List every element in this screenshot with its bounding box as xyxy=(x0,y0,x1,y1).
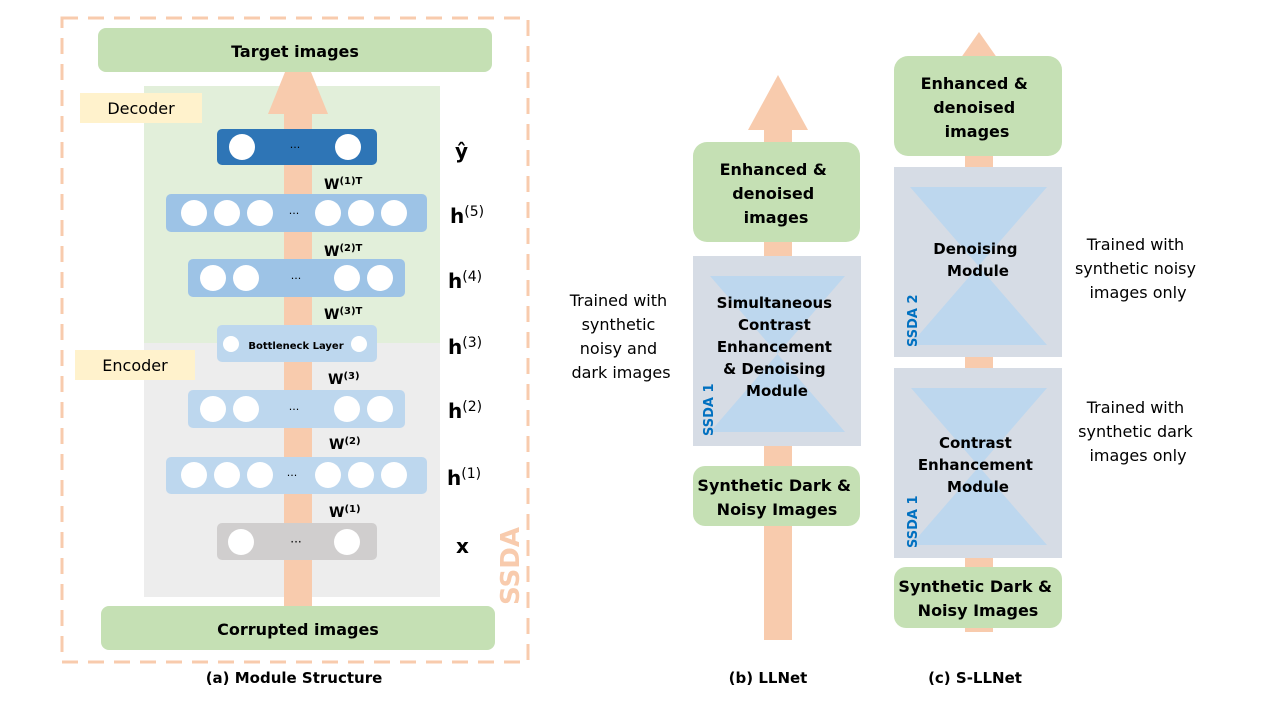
layer-label-h4: h(4) xyxy=(448,269,482,293)
panel-c-s-llnet: Enhanced & denoised images Denoising Mod… xyxy=(894,32,1201,687)
weight-label-w1: W(1) xyxy=(329,504,361,521)
target-images-box xyxy=(98,28,492,72)
caption-c: (c) S-LLNet xyxy=(928,669,1022,687)
enhanced-output-box-b xyxy=(693,142,860,242)
layer-h4: ··· xyxy=(188,259,405,297)
training-note-b: Trained with synthetic noisy and dark im… xyxy=(569,291,673,382)
weight-label-w2t: W(2)T xyxy=(324,243,363,260)
ssda-dashed-border xyxy=(60,16,530,664)
training-note-ssda1: Trained with synthetic dark images only xyxy=(1078,398,1198,465)
enhanced-output-label-b: Enhanced & denoised images xyxy=(720,160,833,227)
decoder-label-box xyxy=(80,93,202,123)
encoder-label-box xyxy=(75,350,195,380)
synthetic-input-label-b: Synthetic Dark & Noisy Images xyxy=(697,476,856,519)
layer-bottleneck-h3: Bottleneck Layer xyxy=(217,325,377,362)
ssda1-label-b: SSDA 1 xyxy=(702,383,717,436)
layer-label-y-hat: ŷ xyxy=(455,139,468,163)
svg-text:···: ··· xyxy=(289,207,300,220)
weight-label-w3: W(3) xyxy=(328,371,360,388)
hourglass-shape-b xyxy=(710,276,845,432)
panel-a-module-structure: Target images Corrupted images Decoder E… xyxy=(60,16,530,687)
layer-label-h3: h(3) xyxy=(448,335,482,359)
layer-label-x: x xyxy=(456,534,469,558)
layer-output-y-hat: ··· xyxy=(217,129,377,165)
corrupted-images-box xyxy=(101,606,495,650)
panel-b-llnet: Enhanced & denoised images Simultaneous … xyxy=(569,75,861,687)
synthetic-input-box-c xyxy=(894,567,1062,628)
layer-h1: ··· xyxy=(166,457,427,494)
weight-label-w3t: W(3)T xyxy=(324,306,363,323)
weight-label-w1t: W(1)T xyxy=(324,176,363,193)
synthetic-input-label-c: Synthetic Dark & Noisy Images xyxy=(898,577,1057,620)
denoising-module-label: Denoising Module xyxy=(933,240,1022,280)
ssda1-label-c: SSDA 1 xyxy=(906,495,921,548)
layer-label-h2: h(2) xyxy=(448,399,482,423)
ssda-vertical-label: SSDA xyxy=(496,527,526,605)
svg-text:···: ··· xyxy=(289,403,300,416)
layer-input-x: ··· xyxy=(217,523,377,560)
module-label-b: Simultaneous Contrast Enhancement & Deno… xyxy=(717,294,838,400)
layer-h2: ··· xyxy=(188,390,405,428)
svg-text:···: ··· xyxy=(287,469,298,482)
contrast-module-label: Contrast Enhancement Module xyxy=(918,434,1038,496)
corrupted-images-label: Corrupted images xyxy=(217,620,379,639)
layer-label-h1: h(1) xyxy=(447,466,481,490)
svg-text:···: ··· xyxy=(291,272,302,285)
encoder-label: Encoder xyxy=(102,356,168,375)
enhanced-output-label-c: Enhanced & denoised images xyxy=(921,74,1034,141)
svg-text:Bottleneck Layer: Bottleneck Layer xyxy=(248,341,343,352)
synthetic-input-box-b xyxy=(693,466,860,526)
hourglass-shape-ssda1 xyxy=(911,388,1047,545)
weight-label-w2: W(2) xyxy=(329,436,361,453)
decoder-label: Decoder xyxy=(107,99,175,118)
ssda2-label-c: SSDA 2 xyxy=(906,294,921,347)
target-images-label: Target images xyxy=(231,42,359,61)
caption-b: (b) LLNet xyxy=(729,669,808,687)
enhanced-output-box-c xyxy=(894,56,1062,156)
training-note-ssda2: Trained with synthetic noisy images only xyxy=(1075,235,1201,302)
svg-text:···: ··· xyxy=(290,535,301,549)
layer-label-h5: h(5) xyxy=(450,204,484,228)
layer-h5: ··· xyxy=(166,194,427,232)
hourglass-shape-ssda2 xyxy=(910,187,1047,345)
caption-a: (a) Module Structure xyxy=(206,669,383,687)
svg-text:···: ··· xyxy=(290,141,301,154)
